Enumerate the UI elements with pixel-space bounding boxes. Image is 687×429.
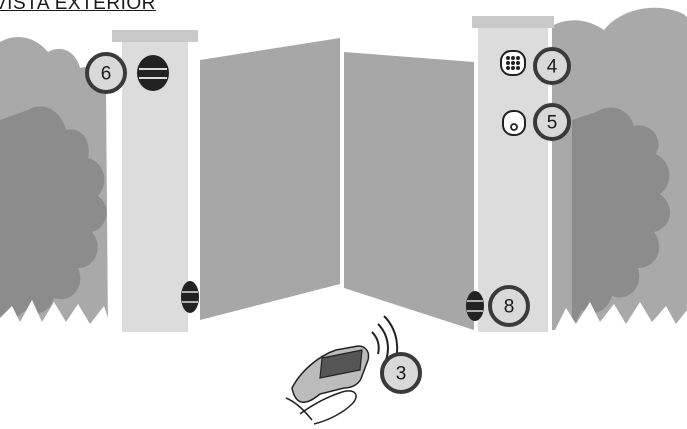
gate-leaf-right bbox=[344, 52, 474, 330]
diagram-title: VISTA EXTERIOR bbox=[0, 0, 156, 14]
right-hedge-shadow bbox=[572, 107, 671, 330]
callout-6-label: 6 bbox=[101, 64, 112, 85]
key-switch-icon bbox=[502, 110, 526, 136]
photocell-lower-right-icon bbox=[466, 291, 484, 321]
right-pillar-cap bbox=[472, 16, 554, 28]
keypad-icon bbox=[500, 50, 526, 76]
photocell-left-icon bbox=[137, 55, 169, 91]
callout-6: 6 bbox=[85, 52, 127, 94]
callout-4-label: 4 bbox=[547, 57, 558, 78]
callout-5: 5 bbox=[533, 103, 571, 141]
right-pillar bbox=[478, 28, 548, 332]
callout-3: 3 bbox=[380, 352, 422, 394]
callout-3-label: 3 bbox=[396, 364, 407, 385]
callout-4: 4 bbox=[533, 47, 571, 85]
left-pillar-cap bbox=[112, 30, 198, 42]
photocell-lower-left-icon bbox=[181, 281, 199, 313]
callout-5-label: 5 bbox=[547, 113, 558, 134]
callout-8: 8 bbox=[488, 285, 530, 327]
left-hedge-shadow bbox=[0, 106, 107, 330]
remote-control-icon bbox=[285, 315, 399, 425]
left-hedge-bottom bbox=[0, 300, 112, 330]
gate-leaf-left bbox=[200, 38, 340, 320]
callout-8-label: 8 bbox=[504, 297, 515, 318]
right-hedge-bottom bbox=[555, 302, 687, 330]
